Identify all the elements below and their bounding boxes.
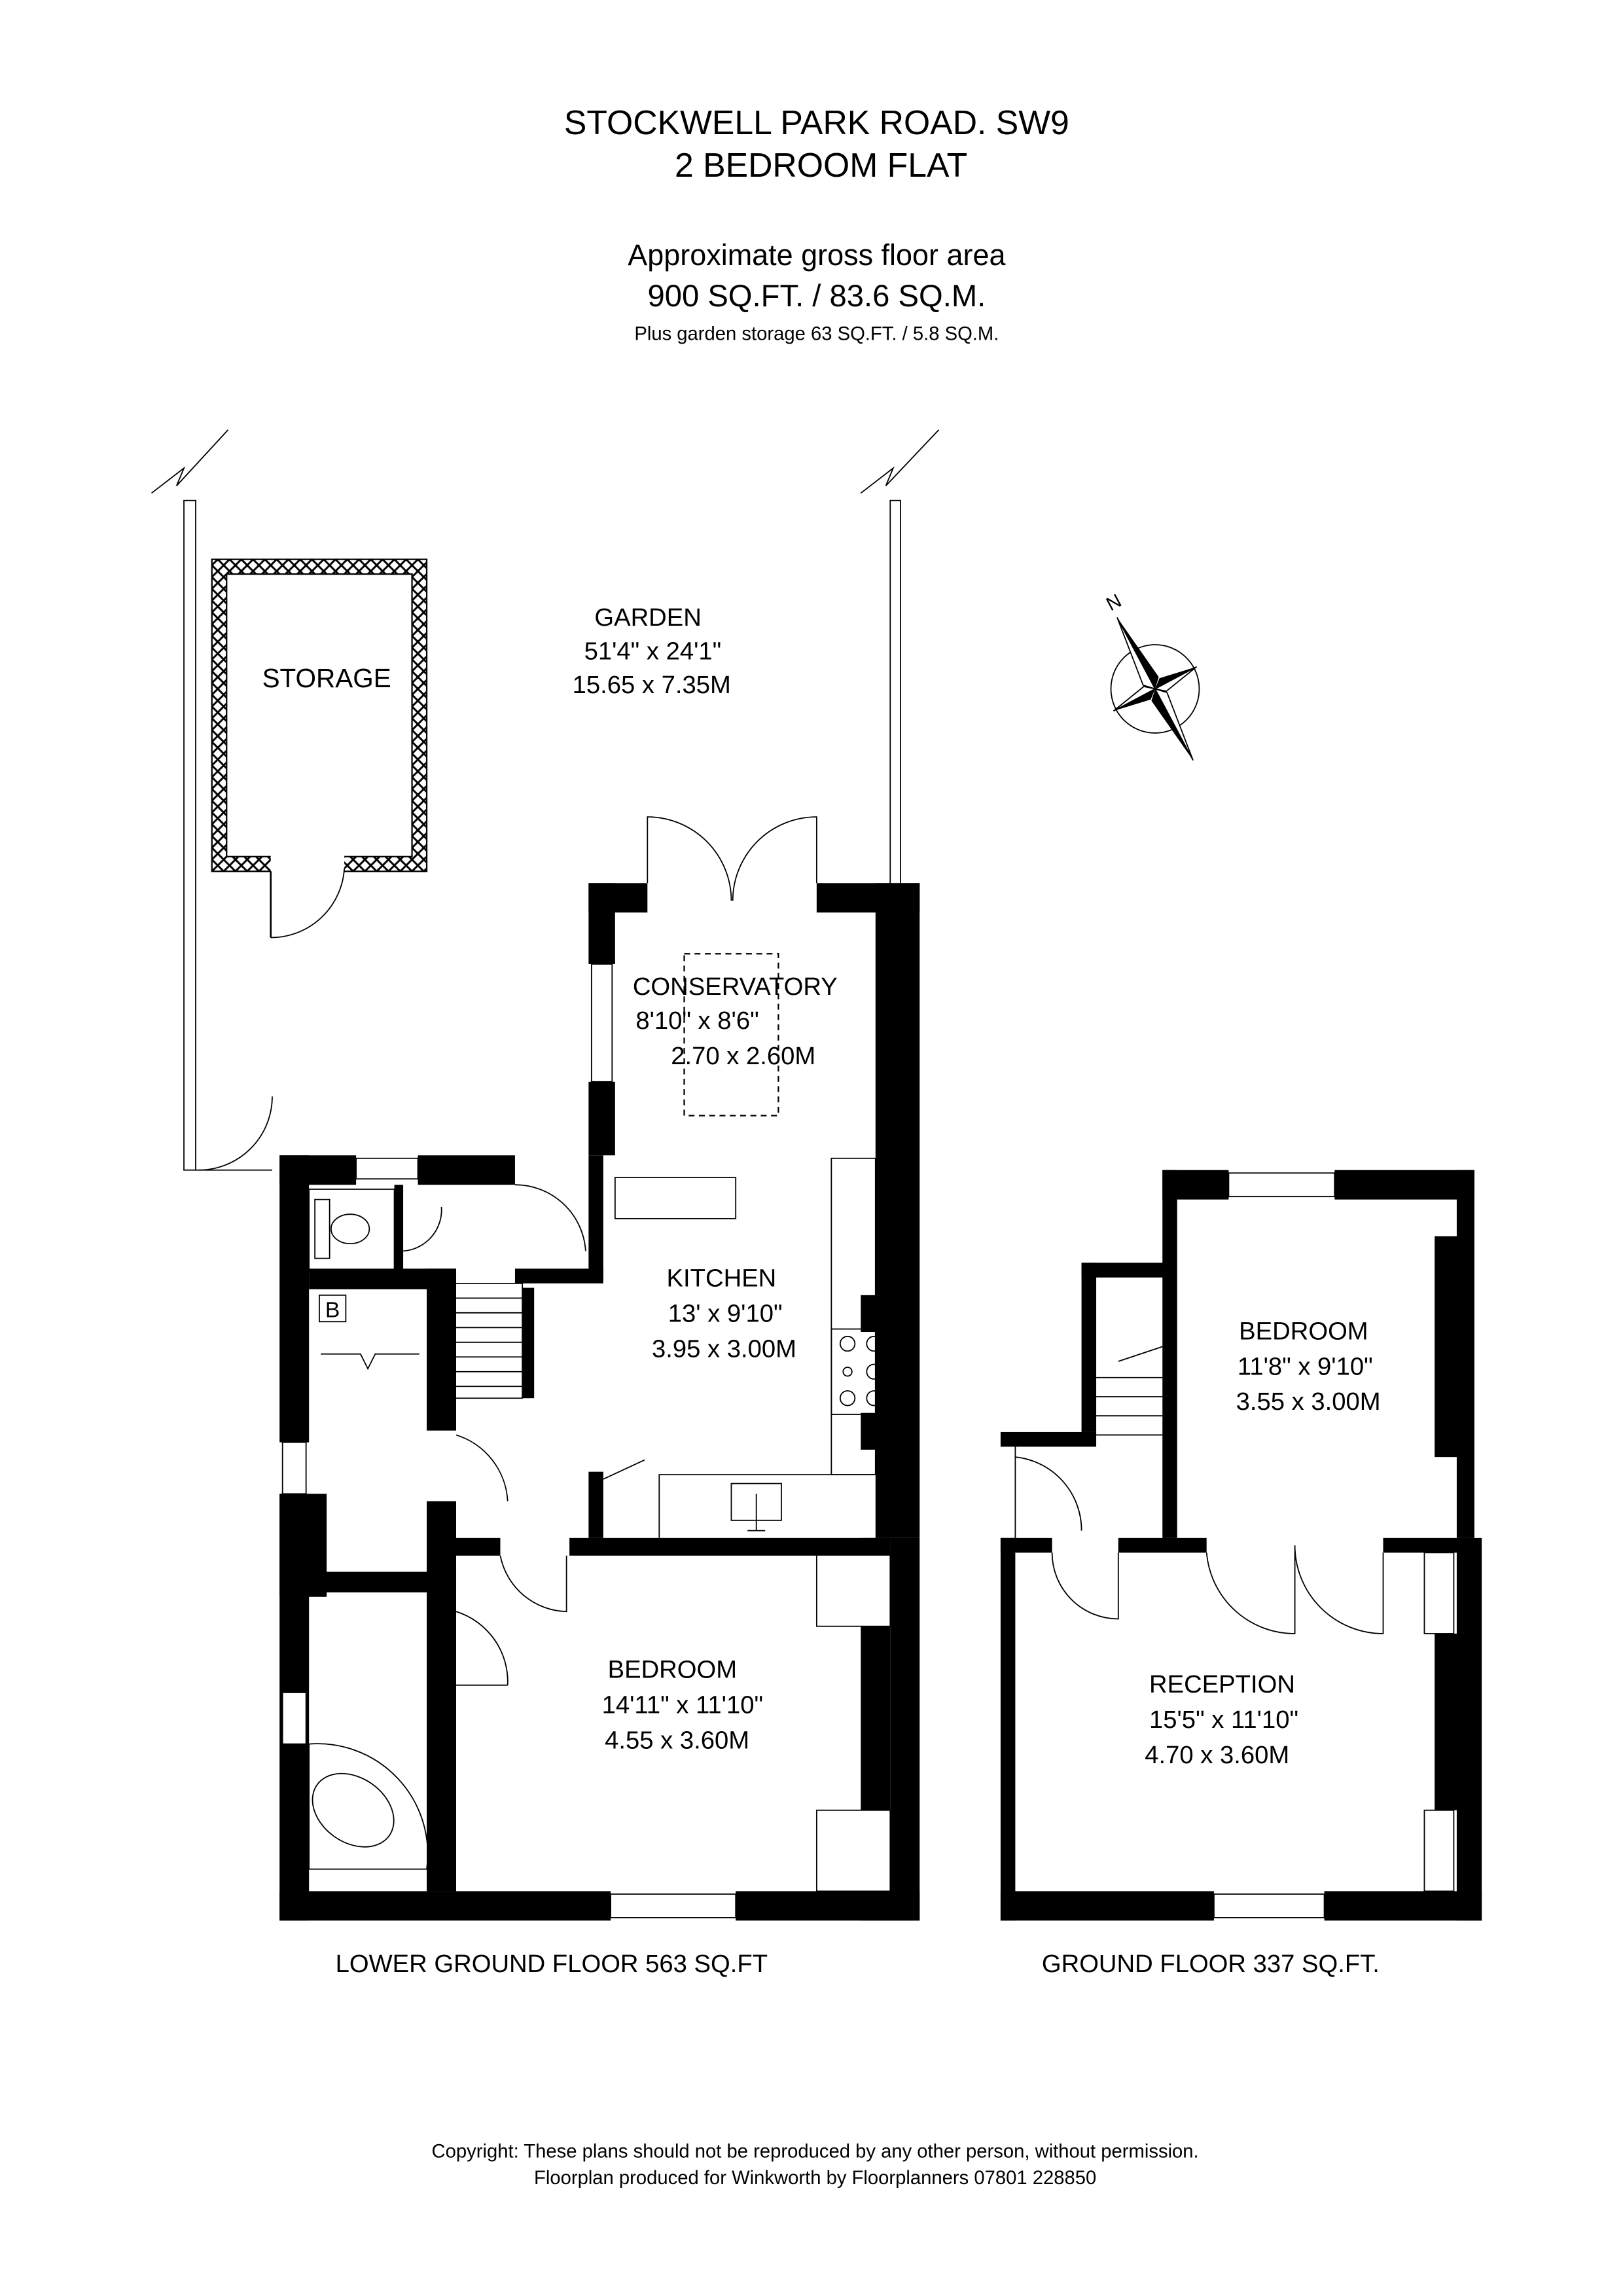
room-reception: RECEPTION 15'5" x 11'10" 4.70 x 3.60M bbox=[1145, 1670, 1298, 1769]
french-door bbox=[732, 816, 817, 901]
svg-text:3.95 x 3.00M: 3.95 x 3.00M bbox=[652, 1335, 796, 1363]
toilet-icon bbox=[308, 1189, 395, 1272]
hob-icon bbox=[830, 1328, 891, 1415]
svg-text:GARDEN: GARDEN bbox=[594, 603, 702, 632]
break-line-icon bbox=[860, 429, 940, 494]
svg-text:11'8" x 9'10": 11'8" x 9'10" bbox=[1238, 1352, 1373, 1380]
svg-text:15.65 x 7.35M: 15.65 x 7.35M bbox=[573, 671, 731, 699]
door-swing bbox=[270, 868, 346, 939]
roof-light bbox=[683, 953, 779, 1117]
room-bedroom-ground: BEDROOM 11'8" x 9'10" 3.55 x 3.00M bbox=[1236, 1317, 1381, 1416]
svg-text:4.55 x 3.60M: 4.55 x 3.60M bbox=[605, 1726, 749, 1754]
plan-subtitle: 2 BEDROOM FLAT bbox=[675, 146, 967, 184]
ground-floor-walls bbox=[1000, 1170, 1482, 1921]
bath-icon bbox=[308, 1743, 429, 1870]
boiler-label: B bbox=[325, 1298, 340, 1323]
compass-rose-icon bbox=[1110, 617, 1200, 761]
svg-text:51'4" x 24'1": 51'4" x 24'1" bbox=[584, 637, 722, 666]
french-door bbox=[647, 816, 732, 901]
garden-label: GARDEN 51'4" x 24'1" 15.65 x 7.35M bbox=[573, 603, 731, 699]
svg-text:BEDROOM: BEDROOM bbox=[1239, 1317, 1368, 1345]
storage-shed: STORAGE bbox=[211, 558, 428, 939]
svg-text:KITCHEN: KITCHEN bbox=[667, 1264, 777, 1292]
svg-text:BEDROOM: BEDROOM bbox=[608, 1655, 737, 1683]
lower-ground-floor-walls: B bbox=[279, 816, 920, 1921]
break-line-icon bbox=[151, 429, 229, 494]
area-label: Approximate gross floor area bbox=[628, 238, 1005, 272]
staircase bbox=[456, 1282, 524, 1399]
svg-text:13' x 9'10": 13' x 9'10" bbox=[668, 1299, 783, 1327]
copyright-notice: Copyright: These plans should not be rep… bbox=[432, 2141, 1199, 2162]
staircase bbox=[1096, 1346, 1163, 1436]
svg-text:8'10" x 8'6": 8'10" x 8'6" bbox=[635, 1007, 758, 1035]
wardrobe-door bbox=[321, 1353, 419, 1371]
area-value: 900 SQ.FT. / 83.6 SQ.M. bbox=[647, 279, 986, 314]
svg-text:3.55 x 3.00M: 3.55 x 3.00M bbox=[1236, 1388, 1381, 1416]
header: STOCKWELL PARK ROAD. SW9 2 BEDROOM FLAT … bbox=[564, 103, 1069, 345]
lower-floor-caption: LOWER GROUND FLOOR 563 SQ.FT bbox=[336, 1950, 768, 1978]
svg-text:15'5" x 11'10": 15'5" x 11'10" bbox=[1149, 1706, 1298, 1734]
room-conservatory: CONSERVATORY 8'10" x 8'6" 2.70 x 2.60M bbox=[633, 973, 838, 1070]
storage-note: Plus garden storage 63 SQ.FT. / 5.8 SQ.M… bbox=[634, 324, 999, 345]
ground-floor-caption: GROUND FLOOR 337 SQ.FT. bbox=[1042, 1950, 1380, 1978]
sink-icon bbox=[730, 1482, 782, 1532]
svg-text:CONSERVATORY: CONSERVATORY bbox=[633, 973, 838, 1001]
credit-line: Floorplan produced for Winkworth by Floo… bbox=[534, 2168, 1096, 2189]
svg-text:2.70 x 2.60M: 2.70 x 2.60M bbox=[671, 1042, 815, 1070]
svg-text:4.70 x 3.60M: 4.70 x 3.60M bbox=[1145, 1741, 1289, 1769]
room-bedroom-lower: BEDROOM 14'11" x 11'10" 4.55 x 3.60M bbox=[602, 1655, 763, 1754]
boiler-box bbox=[319, 1294, 347, 1323]
compass-north-label: N bbox=[1103, 590, 1125, 615]
svg-text:RECEPTION: RECEPTION bbox=[1149, 1670, 1295, 1698]
plan-title: STOCKWELL PARK ROAD. SW9 bbox=[564, 103, 1069, 141]
room-kitchen: KITCHEN 13' x 9'10" 3.95 x 3.00M bbox=[652, 1264, 796, 1363]
svg-text:14'11" x 11'10": 14'11" x 11'10" bbox=[602, 1691, 763, 1719]
storage-label: STORAGE bbox=[262, 663, 391, 693]
door-swing bbox=[198, 1096, 273, 1171]
